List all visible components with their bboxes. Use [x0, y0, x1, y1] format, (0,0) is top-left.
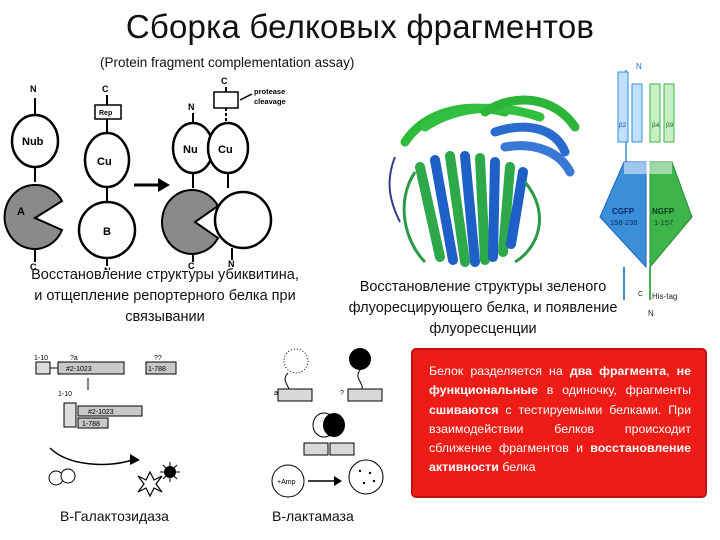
ubiquitin-caption-line-1: Восстановление структуры убиквитина, — [31, 267, 299, 283]
info-box-segment: белка — [498, 460, 536, 475]
ubiquitin-caption-line-3: связывании — [125, 309, 205, 325]
ngfp-range: 1-157 — [654, 218, 673, 227]
protein-b-label: B — [103, 226, 111, 238]
gal-top-left-label: 1-10 — [34, 355, 48, 362]
rep-label: Rep — [99, 110, 112, 117]
gal-product-star-icon — [137, 462, 180, 498]
gfp-caption-line-1: Восстановление структуры зеленого — [359, 279, 607, 295]
cu-right-label: Cu — [218, 144, 233, 156]
lac-amp-label: +Amp — [277, 479, 296, 486]
gal-a-label: ?a — [70, 355, 78, 362]
info-box-segment: восстановление активности — [429, 441, 691, 475]
gal-frag-a-label: #2-1023 — [66, 366, 92, 373]
ubq-c-top-right-label: C — [221, 76, 228, 86]
ngfp-label: NGFP — [652, 207, 675, 216]
ubq-n-top-label: N — [30, 84, 37, 94]
nub-label: Nub — [22, 136, 44, 148]
cgfp-range: 158-238 — [610, 218, 638, 227]
cgfp-label: CGFP — [612, 207, 635, 216]
protein-a-label: A — [17, 206, 25, 218]
gfp-caption-line-3: флуоресценции — [429, 321, 537, 337]
ubq-c-bottom-right-label: C — [188, 261, 195, 270]
topo-c-label: C — [638, 291, 643, 298]
cleaved-rep-box — [213, 91, 239, 109]
gfp-topology-diagram: N β2 β4 β9 CGFP 158-238 NGFP 1-157 His-t… — [599, 62, 693, 318]
gal-fragment-b — [145, 361, 177, 375]
gal-frag-b-label: 1-788 — [148, 366, 166, 373]
page-subtitle: (Protein fragment complementation assay) — [100, 55, 355, 70]
galactosidase-diagram: 1-10 ?a ?? #2-1023 1-788 1-10 #2-1023 1-… — [34, 355, 180, 498]
lac-a-label: a — [274, 390, 278, 397]
galactosidase-label: В-Галактозидаза — [60, 508, 169, 524]
lactamase-diagram: a ? +Amp — [271, 348, 384, 498]
info-box-segment: Белок разделяется на — [429, 364, 570, 378]
ubq-n-bottom-right-label: N — [228, 259, 235, 269]
topo-n-label: N — [636, 62, 642, 71]
info-box-segment: в одиночку, фрагменты — [537, 383, 691, 398]
svg-text:β2: β2 — [619, 122, 627, 129]
his-tag-label: His-tag — [652, 292, 677, 301]
info-box-segment: с тестируемыми белками. При взаимодейств… — [429, 402, 691, 456]
lac-colony-plate — [348, 459, 384, 495]
lac-q-label: ? — [340, 390, 344, 397]
info-box-segment: , — [666, 364, 677, 378]
svg-text:β9: β9 — [666, 122, 674, 129]
gfp-barrel-illustration — [388, 95, 580, 267]
protein-a-shape — [3, 183, 64, 250]
info-box: Белок разделяется на два фрагмента, не ф… — [411, 348, 707, 498]
svg-text:N: N — [188, 102, 195, 112]
cu-label: Cu — [97, 156, 112, 168]
info-box-segment: два фрагмента — [569, 364, 667, 378]
ubiquitin-caption-line-2: и отщепление репортерного белка при — [34, 288, 296, 304]
gal-fragment-a — [57, 361, 125, 375]
svg-text:β4: β4 — [652, 122, 660, 129]
lactamase-label: В-лактамаза — [272, 508, 354, 524]
ubq-c-bottom-label: C — [30, 262, 37, 270]
ubiquitin-diagram: N Nub A C C Rep Cu B N C proteasecleavag… — [3, 76, 286, 270]
ubq-n-bottom-label: N — [104, 266, 111, 270]
reaction-arrow — [158, 178, 170, 192]
ubq-c-top-label: C — [102, 84, 109, 94]
topo-n-bottom-label: N — [648, 309, 654, 318]
page-title: Сборка белковых фрагментов — [125, 8, 595, 45]
gfp-caption: Восстановление структуры зеленого флуоре… — [325, 277, 641, 340]
gal-mid-frag-a-label: #2-1023 — [88, 409, 114, 416]
info-box-segment: не функциональные — [429, 364, 691, 398]
info-box-segment: сшиваются — [429, 402, 499, 417]
ubiquitin-caption: Восстановление структуры убиквитина, и о… — [0, 265, 330, 328]
gfp-caption-line-2: флуоресцирующего белка, и появление — [348, 300, 618, 316]
nu-label: Nu — [183, 144, 198, 156]
gal-qq-label: ?? — [154, 355, 162, 362]
gal-mid-frag-b-label: 1-788 — [82, 421, 100, 428]
gal-mid-left-label: 1-10 — [58, 391, 72, 398]
